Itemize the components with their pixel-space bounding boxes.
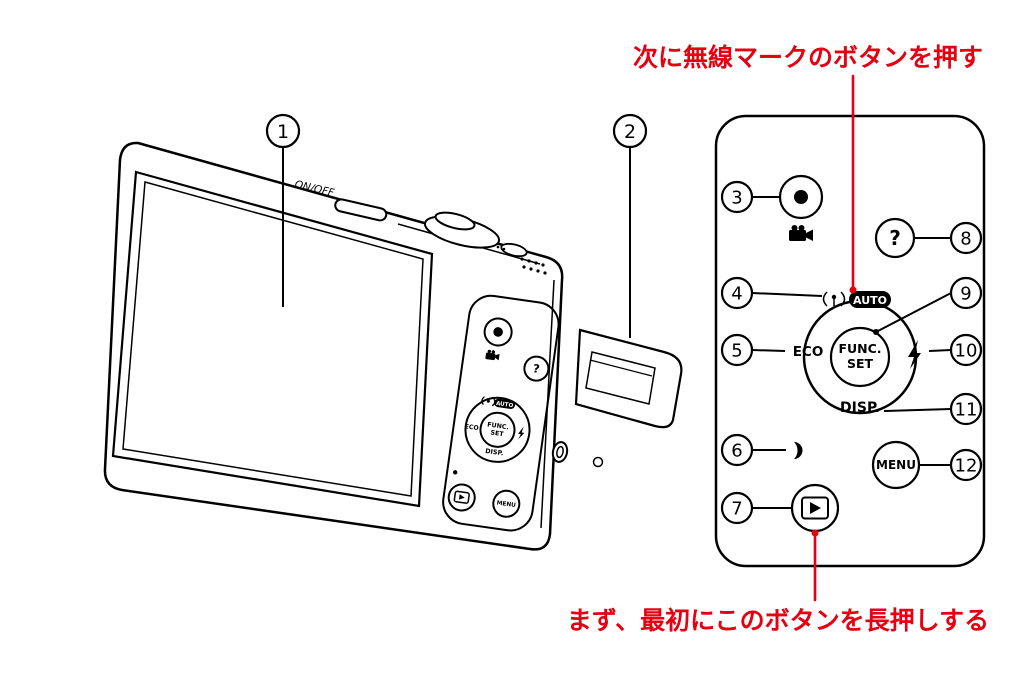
mini-record-dot-icon [493,327,503,337]
callout-12: 12 [949,448,983,482]
mini-disp-label: DISP. [485,447,504,457]
help-label: ? [889,226,901,250]
flash-icon [908,340,921,369]
callout-9-leader [875,292,952,333]
on-off-label: ON/OFF [293,179,336,200]
svg-text:8: 8 [960,229,971,250]
svg-text:10: 10 [955,341,978,362]
mini-help-label: ? [532,361,541,376]
record-dot-icon [794,190,808,204]
card-door-flap [574,328,683,468]
shutter-assembly [423,211,528,258]
mini-menu-label: MENU [496,500,516,509]
camera-drawing: ON/OFF [103,141,683,551]
callout-2-number: 2 [624,121,636,143]
svg-text:4: 4 [731,284,742,305]
memory-card [585,351,656,405]
mini-eco-label: ECO [464,423,479,432]
speaker-grille [496,245,547,275]
cluster-outline [442,294,560,532]
play-icon-frame [801,496,829,520]
mini-lamp-icon [452,470,458,475]
mini-control-dial [464,396,531,463]
callout-4-leader [751,292,823,297]
svg-text:12: 12 [955,456,978,477]
strap-lug [551,441,569,463]
callout-1-number: 1 [277,121,289,143]
callout-9: 9 [949,276,983,310]
on-off-button [334,198,388,222]
top-instruction-text: 次に無線マークのボタンを押す [633,43,983,72]
mini-playback-button [447,483,476,512]
mini-movie-icon [485,349,500,361]
svg-text:3: 3 [731,188,742,209]
camera-control-cluster: ? AUTO ECO FUNC. SET DISP. MENU [442,294,560,532]
camera-body-outline [103,141,564,551]
mini-func-set-button [479,411,516,448]
on-off-control: ON/OFF [293,179,388,222]
disp-label: DISP. [840,400,880,416]
callout-5-leader [751,349,786,352]
mini-play-icon-frame [453,490,470,504]
callout-7: 7 [720,491,754,525]
eco-label: ECO [793,344,824,360]
mini-func-label: FUNC. [487,421,509,431]
bottom-instruction-text: まず、最初にこのボタンを長押しする [567,606,989,635]
svg-text:6: 6 [731,441,742,462]
mini-play-icon [458,494,465,500]
mini-record-button [483,317,513,347]
top-instruction-target-dot [849,286,857,294]
mini-auto-label: AUTO [496,401,514,409]
mode-dial-bump [500,242,528,258]
callout-11: 11 [949,392,983,426]
callout-8: 8 [949,221,983,255]
menu-label: MENU [876,458,916,472]
callout-11-leader [883,408,952,412]
mini-auto-badge [494,398,516,409]
mini-help-button [523,355,550,382]
callout-2: 2 [612,113,648,338]
lcd-screen-inner [122,181,424,497]
panel-outline [714,114,986,568]
movie-icon [789,225,813,241]
callout-3: 3 [720,180,754,214]
set-label: SET [847,356,874,371]
auto-label: AUTO [853,294,887,307]
play-icon [810,502,821,514]
tripod-screw [592,456,604,468]
shutter-button [434,211,476,231]
mini-menu-button [492,489,521,518]
memory-card-detail-line [589,359,653,377]
record-button [778,174,824,220]
mini-flash-icon [518,426,525,440]
callout-1: 1 [265,113,301,307]
control-panel-detail: ? AUTO ECO FUNC. SET DISP. [714,114,986,568]
lamp-icon [794,442,803,459]
wireless-icon [822,291,846,307]
card-door-outline [574,328,683,429]
red-annotations: 次に無線マークのボタンを押す まず、最初にこのボタンを長押しする [567,43,989,635]
svg-text:9: 9 [960,284,971,305]
callout-10: 10 [949,333,983,367]
func-label: FUNC. [838,341,881,356]
callout-9-target-dot [873,329,879,335]
callout-4: 4 [720,276,754,310]
mini-set-label: SET [490,429,505,438]
func-set-button [829,326,891,388]
auto-badge [849,291,891,308]
lcd-screen-bezel [111,170,434,508]
svg-text:7: 7 [731,499,742,520]
callout-10-leader [928,349,952,352]
svg-text:5: 5 [731,341,742,362]
svg-text:11: 11 [955,400,978,421]
callout-6: 6 [720,433,754,467]
callout-5: 5 [720,333,754,367]
